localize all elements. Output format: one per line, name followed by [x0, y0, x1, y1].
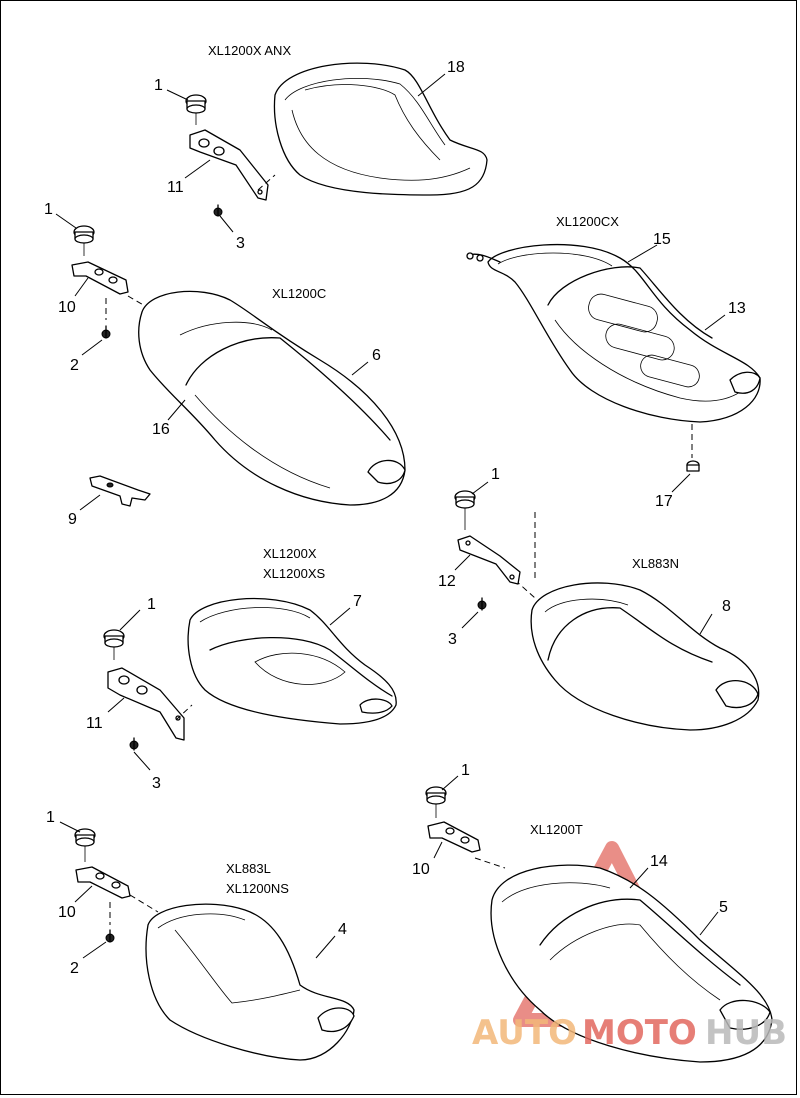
seat-18 [273, 62, 488, 196]
callout-7: 7 [353, 593, 362, 610]
watermark-word-hub: HUB [705, 1013, 787, 1053]
hardware-group-mid-right [454, 490, 536, 611]
seat-8 [514, 579, 760, 731]
seat-5-with-pillion-14 [474, 857, 773, 1063]
hardware-group-upper-left [71, 225, 129, 339]
callout-1: 1 [147, 596, 156, 613]
model-label-xl1200t: XL1200T [530, 822, 583, 837]
model-label-xl1200x-anx: XL1200X ANX [208, 43, 291, 58]
callout-3: 3 [236, 235, 245, 252]
callout-14: 14 [650, 853, 668, 870]
knob-fastener [425, 786, 447, 818]
model-labels: XL1200X ANX XL1200CX XL1200C XL1200X XL1… [208, 43, 679, 896]
seat-7 [187, 597, 397, 725]
callout-3: 3 [152, 775, 161, 792]
screw-3 [129, 737, 139, 751]
knob-fastener [73, 225, 95, 256]
seat-4 [129, 894, 355, 1061]
grommet-17 [686, 460, 700, 472]
hardware-group-lower-right [425, 786, 481, 853]
callout-10: 10 [58, 299, 76, 316]
seat-6-with-rear-16 [127, 290, 406, 506]
model-label-xl883n: XL883N [632, 556, 679, 571]
callout-9: 9 [68, 511, 77, 528]
model-label-xl1200c: XL1200C [272, 286, 326, 301]
callout-6: 6 [372, 347, 381, 364]
callout-1: 1 [491, 466, 500, 483]
watermark-wordmark: AUTO MOTO HUB [472, 1013, 787, 1053]
mounting-bracket-10 [427, 821, 481, 853]
seat-13-with-strap-15 [466, 243, 761, 472]
callout-17: 17 [655, 493, 673, 510]
callout-10: 10 [412, 861, 430, 878]
callout-18: 18 [447, 59, 465, 76]
callout-1: 1 [44, 201, 53, 218]
callout-4: 4 [338, 921, 347, 938]
callout-8: 8 [722, 598, 731, 615]
callout-2: 2 [70, 960, 79, 977]
callout-11: 11 [167, 179, 184, 196]
callout-1: 1 [461, 762, 470, 779]
hardware-group-lower-left [74, 828, 131, 943]
screw-2 [101, 325, 111, 339]
model-label-xl883l: XL883L [226, 861, 271, 876]
mounting-bracket-11 [107, 667, 185, 741]
callout-numbers: 1 18 11 3 1 15 13 10 2 6 16 17 9 1 12 3 … [44, 59, 746, 977]
callout-1: 1 [154, 77, 163, 94]
screw-3 [213, 204, 223, 217]
callout-16: 16 [152, 421, 170, 438]
model-label-xl1200cx: XL1200CX [556, 214, 619, 229]
callout-5: 5 [719, 899, 728, 916]
model-label-xl1200xs: XL1200XS [263, 566, 325, 581]
model-label-xl1200ns: XL1200NS [226, 881, 289, 896]
screw-3 [477, 597, 487, 611]
hardware-group-top [185, 94, 276, 217]
knob-fastener [74, 828, 96, 862]
watermark-word-moto: MOTO [582, 1013, 697, 1053]
callout-11: 11 [86, 715, 103, 732]
model-label-xl1200x: XL1200X [263, 546, 317, 561]
callout-1: 1 [46, 809, 55, 826]
watermark-word-auto: AUTO [472, 1013, 577, 1053]
mounting-bracket-12 [457, 535, 521, 585]
knob-fastener [103, 629, 125, 660]
callout-15: 15 [653, 231, 671, 248]
strap-part-9 [89, 475, 151, 507]
callout-13: 13 [728, 300, 746, 317]
knob-fastener [185, 94, 207, 125]
callout-3: 3 [448, 631, 457, 648]
hardware-group-mid-left [103, 629, 193, 751]
mounting-bracket-11 [189, 129, 269, 201]
callout-2: 2 [70, 357, 79, 374]
knob-fastener [454, 490, 476, 530]
callout-10: 10 [58, 904, 76, 921]
callout-leaders [55, 73, 726, 959]
callout-12: 12 [438, 573, 456, 590]
mounting-bracket-10 [71, 261, 129, 295]
screw-2 [105, 929, 115, 943]
mounting-bracket-10 [75, 866, 131, 899]
